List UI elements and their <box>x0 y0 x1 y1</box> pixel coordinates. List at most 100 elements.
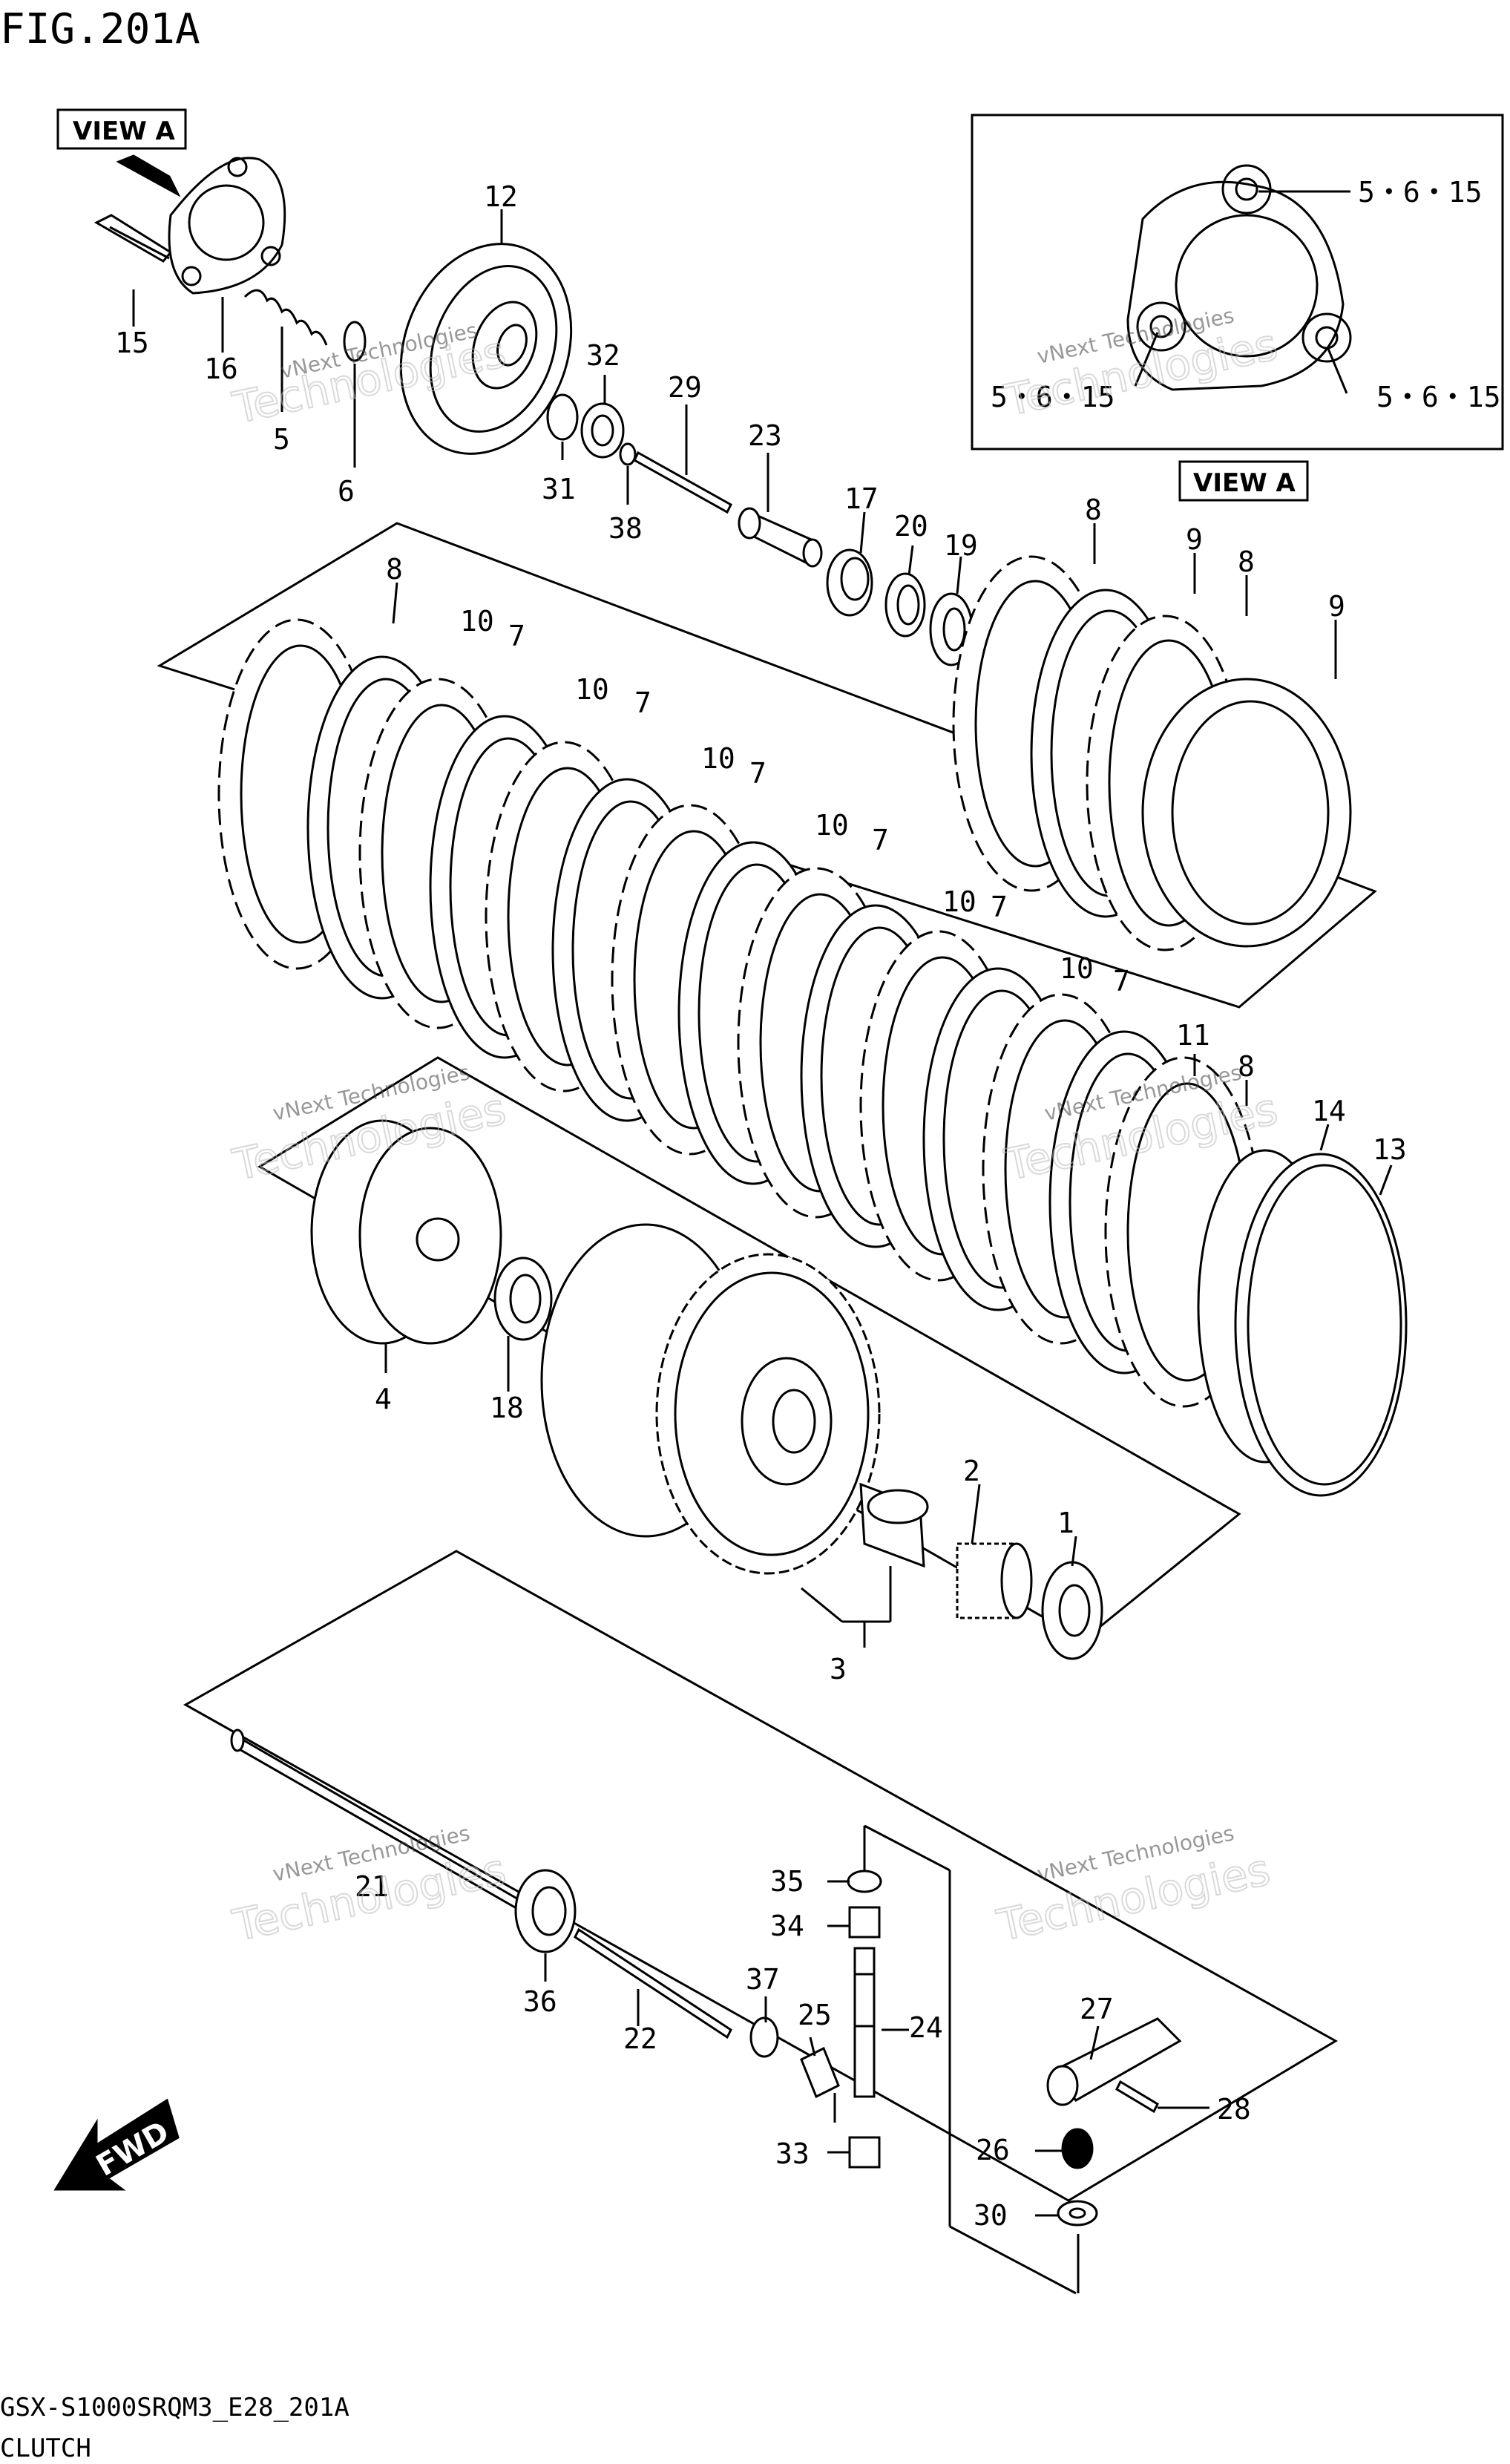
thrust-washer-1 <box>1041 1561 1103 1660</box>
fwd-arrow: FWD <box>53 2098 180 2191</box>
label-28: 28 <box>1217 2093 1251 2126</box>
view-a-tag-left: VIEW A <box>56 108 187 197</box>
label-37: 37 <box>746 1963 780 1996</box>
label-8d: 8 <box>1238 1050 1255 1083</box>
plate-group-right <box>952 555 1352 951</box>
label-7e: 7 <box>991 891 1008 923</box>
piece-23 <box>738 507 823 568</box>
pushrod-29 <box>633 450 732 514</box>
label-12: 12 <box>484 180 518 213</box>
label-7c: 7 <box>749 757 767 790</box>
label-5: 5 <box>273 423 290 456</box>
view-a-tag-right: VIEW A <box>1178 460 1309 502</box>
label-10f: 10 <box>1060 952 1094 985</box>
plate-stack-outline <box>157 522 1377 1009</box>
view-a-label-left: VIEW A <box>73 117 176 146</box>
label-27: 27 <box>1080 1993 1114 2025</box>
spacer-2 <box>859 1482 929 1568</box>
label-30: 30 <box>974 2199 1008 2232</box>
label-23: 23 <box>748 419 782 452</box>
label-6: 6 <box>338 475 355 508</box>
label-19: 19 <box>944 529 978 562</box>
label-26: 26 <box>976 2134 1010 2166</box>
label-22: 22 <box>623 2022 657 2055</box>
inset-label-left: 5・6・15 <box>991 381 1115 413</box>
needle-bearing <box>956 1542 1033 1619</box>
spring-5 <box>243 289 328 346</box>
pressure-plate-12 <box>399 243 573 455</box>
view-a-inset: 5・6・15 5・6・15 5・6・15 <box>971 114 1504 450</box>
label-16: 16 <box>204 353 238 385</box>
label-8b: 8 <box>1085 494 1102 526</box>
label-38: 38 <box>608 512 643 545</box>
label-36: 36 <box>523 1985 557 2018</box>
inset-label-top: 5・6・15 <box>1358 176 1483 209</box>
bearing-35 <box>847 1870 882 1893</box>
label-10c: 10 <box>701 742 735 775</box>
label-13: 13 <box>1373 1133 1407 1166</box>
footer-section: CLUTCH <box>0 2434 91 2463</box>
label-9b: 9 <box>1328 590 1345 623</box>
label-21: 21 <box>355 1870 389 1903</box>
label-8c: 8 <box>1238 545 1255 578</box>
cover-16 <box>168 157 286 295</box>
washer-20 <box>884 572 926 638</box>
label-1: 1 <box>1057 1507 1074 1539</box>
label-33: 33 <box>775 2137 810 2170</box>
label-7a: 7 <box>508 620 525 652</box>
shaft-24 <box>853 1947 876 2098</box>
washer-19 <box>929 592 974 666</box>
drive-plate-9-b <box>1141 678 1352 948</box>
bearing-36 <box>514 1869 577 1953</box>
label-2: 2 <box>963 1455 980 1487</box>
nut-38 <box>619 442 637 466</box>
footer-code: GSX-S1000SRQM3_E28_201A <box>0 2393 349 2422</box>
label-8a: 8 <box>386 553 403 586</box>
label-34: 34 <box>770 1910 804 1942</box>
bearing-17 <box>826 548 873 617</box>
label-25: 25 <box>798 1999 832 2031</box>
washer-31 <box>546 393 579 441</box>
label-10a: 10 <box>460 605 494 638</box>
label-7d: 7 <box>872 824 889 856</box>
label-32: 32 <box>586 339 620 372</box>
label-15: 15 <box>115 327 149 359</box>
label-10d: 10 <box>815 809 849 842</box>
label-35: 35 <box>770 1865 804 1898</box>
label-4: 4 <box>375 1383 392 1415</box>
label-20: 20 <box>894 510 928 543</box>
pushrod-22 <box>574 1927 732 2039</box>
lever-27 <box>1046 2017 1182 2106</box>
bolt-28 <box>1115 2080 1159 2114</box>
bearing-32 <box>580 402 625 459</box>
label-10e: 10 <box>942 885 976 918</box>
label-10b: 10 <box>575 673 609 706</box>
spring-13 <box>1234 1153 1408 1497</box>
part-labels: 1 2 3 4 5 6 7 7 7 7 7 7 8 8 8 8 9 9 10 1… <box>115 180 1407 2232</box>
label-31: 31 <box>542 473 576 505</box>
pin-25 <box>800 2046 840 2099</box>
primary-gear-3 <box>540 1223 881 1575</box>
figure-title: FIG.201A <box>0 5 200 53</box>
washer-30 <box>1057 2200 1098 2227</box>
view-a-label-right: VIEW A <box>1193 468 1296 498</box>
label-14: 14 <box>1312 1095 1346 1127</box>
seal-37 <box>749 2016 779 2058</box>
sleeve-hub-4 <box>310 1119 502 1345</box>
seal-26 <box>1061 2128 1094 2169</box>
leader-lines <box>132 209 1393 2293</box>
label-17: 17 <box>844 482 879 515</box>
bearing-34 <box>848 1906 881 1939</box>
plate-stack <box>217 618 1263 1408</box>
label-3: 3 <box>830 1653 847 1685</box>
label-7f: 7 <box>1113 965 1130 997</box>
label-29: 29 <box>668 371 702 404</box>
label-7b: 7 <box>634 687 651 719</box>
label-11: 11 <box>1176 1019 1210 1052</box>
label-9a: 9 <box>1186 523 1203 556</box>
bearing-33 <box>848 2136 881 2169</box>
label-18: 18 <box>490 1392 524 1424</box>
washer-6 <box>343 321 367 362</box>
washer-18 <box>493 1256 553 1341</box>
